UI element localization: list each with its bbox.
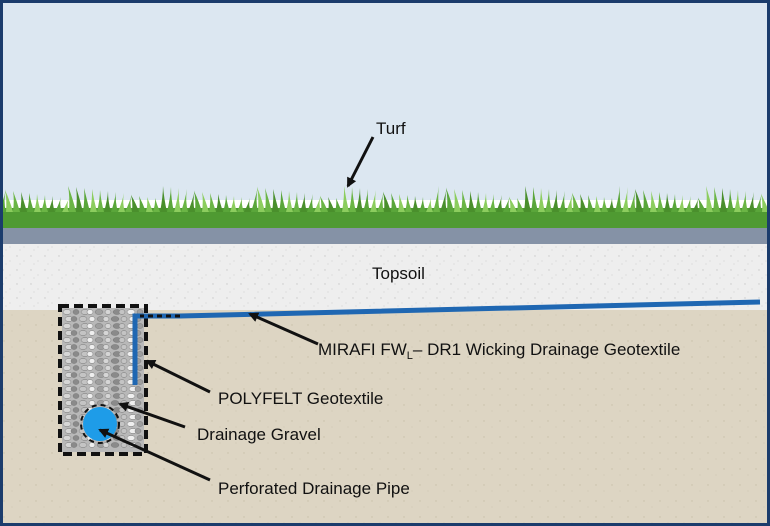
- mirafi-label: MIRAFI FWL– DR1 Wicking Drainage Geotext…: [318, 340, 680, 362]
- pipe-label: Perforated Drainage Pipe: [218, 479, 410, 498]
- topsoil-label: Topsoil: [372, 264, 425, 283]
- grass-strip: [0, 208, 770, 228]
- polyfelt-arrow: [145, 359, 211, 394]
- gravel-label: Drainage Gravel: [197, 425, 321, 444]
- turf-label: Turf: [376, 119, 406, 138]
- gravel-arrow: [118, 401, 186, 429]
- grass-blades: [0, 186, 769, 212]
- turf-arrow: [346, 136, 375, 188]
- turf-base-layer: [0, 226, 770, 244]
- pipe-arrow: [98, 428, 211, 482]
- sky-background: [0, 0, 770, 200]
- trench-outline: [58, 304, 148, 456]
- polyfelt-label: POLYFELT Geotextile: [218, 389, 383, 408]
- mirafi-arrow: [248, 312, 319, 346]
